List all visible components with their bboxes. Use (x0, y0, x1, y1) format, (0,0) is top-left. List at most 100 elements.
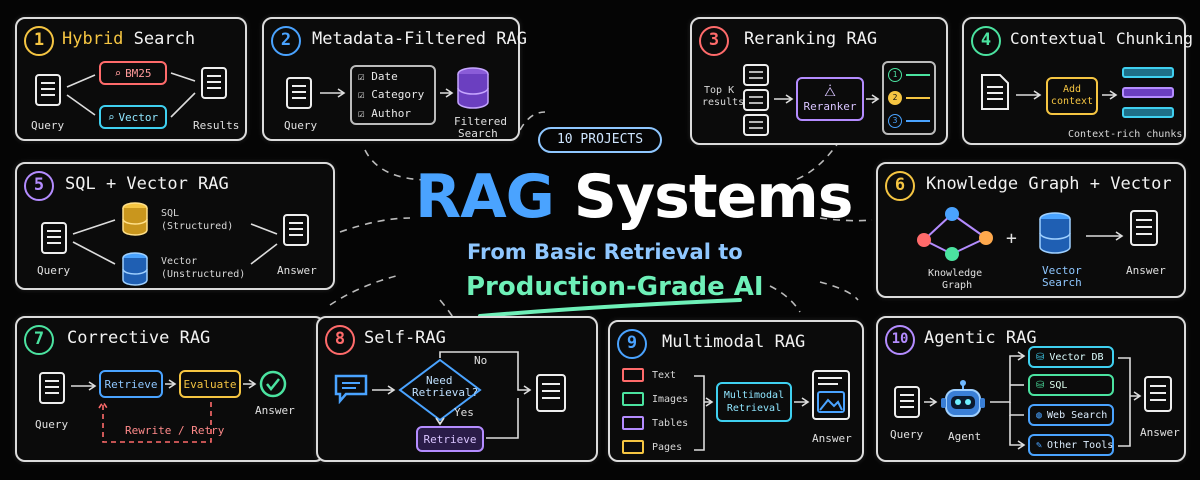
card-hybrid-search: 1 Hybrid Search Query ⌕BM25 ⌕Vector Resu… (15, 17, 247, 141)
mode-images: Images (622, 392, 688, 406)
document-icon (981, 74, 1009, 110)
number-badge: 7 (24, 325, 54, 355)
filter-box: ☑ Date ☑ Category ☑ Author (350, 65, 436, 125)
tool-label: Vector DB (1049, 351, 1104, 363)
tool-label: SQL (1049, 379, 1068, 391)
card-metadata-filtered-rag: 2 Metadata-Filtered RAG Query ☑ Date ☑ C… (262, 17, 527, 141)
rank-bar (906, 73, 930, 76)
title-rag: RAG (415, 162, 555, 232)
card-title: SQL + Vector RAG (65, 174, 229, 194)
tool-web-search: ◍Web Search (1028, 404, 1114, 426)
rank-badge: 1 (888, 67, 902, 82)
results-label: Results (193, 119, 240, 132)
vector-sublabel: (Unstructured) (161, 269, 246, 280)
documents-stack-icon (743, 64, 769, 136)
subtitle-line-1: From Basic Retrieval to (467, 240, 743, 264)
rank-bar (906, 120, 930, 123)
kg-sublabel: Graph (942, 280, 973, 291)
database-icon (457, 67, 489, 109)
query-label: Query (284, 119, 318, 132)
no-label: No (474, 354, 488, 367)
search-icon: ⌕ (114, 66, 122, 80)
context-label: context (1050, 96, 1094, 107)
document-icon (41, 222, 67, 254)
check-icon (259, 370, 287, 398)
card-agentic-rag: 10 Agentic RAG Query Agent ⛁Vector DB ⛁S… (876, 316, 1186, 462)
text-icon (622, 368, 644, 382)
add-label: Add (1062, 84, 1082, 95)
card-title: Corrective RAG (67, 328, 211, 348)
retrieval-label: Retrieval? (412, 386, 479, 399)
mode-tables: Tables (622, 416, 688, 430)
filter-label: Author (371, 107, 411, 121)
card-multimodal-rag: 9 Multimodal RAG Text Images Tables Page… (608, 320, 864, 462)
query-label: Query (31, 119, 65, 132)
mode-pages: Pages (622, 440, 682, 454)
ranked-list: 1 2 3 (882, 61, 936, 135)
document-icon (894, 386, 920, 418)
answer-label: Answer (1140, 426, 1180, 439)
vector-box: ⌕Vector (99, 105, 167, 129)
kg-label: Knowledge (928, 268, 983, 279)
rewrite-label: Rewrite / Retry (125, 424, 225, 437)
card-reranking-rag: 3 Reranking RAG Top K results ⧊Reranker … (690, 17, 948, 145)
search-label: Search (458, 127, 498, 140)
number-badge: 3 (699, 26, 729, 56)
card-sql-vector-rag: 5 SQL + Vector RAG Query SQL (Structured… (15, 162, 335, 290)
topk-label-1: Top K (704, 85, 735, 96)
document-icon (39, 372, 65, 404)
image-icon (622, 392, 644, 406)
chat-icon (334, 374, 368, 404)
agent-label: Agent (948, 430, 982, 443)
number-badge: 9 (617, 329, 647, 359)
card-title: Self-RAG (364, 328, 446, 348)
document-icon (35, 74, 61, 106)
vector-label: Vector (161, 256, 198, 267)
tool-vector-db: ⛁Vector DB (1028, 346, 1114, 368)
answer-label: Answer (812, 432, 852, 445)
answer-label: Answer (1126, 264, 1166, 277)
answer-image-icon (812, 370, 850, 420)
answer-icon (1130, 210, 1158, 246)
answer-icon (536, 374, 566, 412)
card-title: Agentic RAG (924, 328, 1037, 348)
globe-icon: ◍ (1036, 409, 1043, 421)
number-badge: 4 (971, 26, 1001, 56)
answer-icon (1144, 376, 1172, 412)
number-badge: 8 (325, 325, 355, 355)
rank-bar (906, 96, 930, 99)
number-badge: 5 (24, 171, 54, 201)
checkbox-icon: ☑ (358, 107, 372, 121)
filter-label: Date (371, 69, 398, 83)
filtered-label: Filtered (454, 115, 507, 128)
rank-1: 1 (888, 67, 930, 82)
filter-date: ☑ Date (358, 70, 398, 83)
table-icon (622, 416, 644, 430)
chunks-label: Context-rich chunks (1068, 129, 1183, 140)
checkbox-icon: ☑ (358, 69, 372, 83)
card-knowledge-graph-vector: 6 Knowledge Graph + Vector Knowledge Gra… (876, 162, 1186, 298)
reranker-box: ⧊Reranker (796, 77, 864, 121)
mode-text: Text (622, 368, 676, 382)
mm-label: Multimodal (723, 390, 785, 401)
main-title: RAG Systems (415, 162, 853, 232)
chunk-bar-3 (1122, 107, 1174, 118)
bm25-label: BM25 (125, 66, 152, 80)
title-highlight: Hybrid (62, 29, 124, 49)
yes-label: Yes (454, 406, 474, 419)
card-title: Multimodal RAG (662, 332, 806, 352)
query-label: Query (37, 264, 71, 277)
card-self-rag: 8 Self-RAG Need Retrieval? No Yes Retrie… (316, 316, 598, 462)
sql-database-icon (122, 202, 148, 236)
tool-other: ✎Other Tools (1028, 434, 1114, 456)
number-badge: 2 (271, 26, 301, 56)
number-badge: 10 (885, 325, 915, 355)
card-corrective-rag: 7 Corrective RAG Query Retrieve Evaluate… (15, 316, 325, 462)
reranker-icon: ⧊ (824, 85, 836, 100)
projects-tag: 10 PROJECTS (538, 127, 662, 153)
checkbox-icon: ☑ (358, 88, 372, 102)
database-icon: ⛁ (1036, 379, 1045, 391)
topk-label-2: results (702, 97, 745, 108)
